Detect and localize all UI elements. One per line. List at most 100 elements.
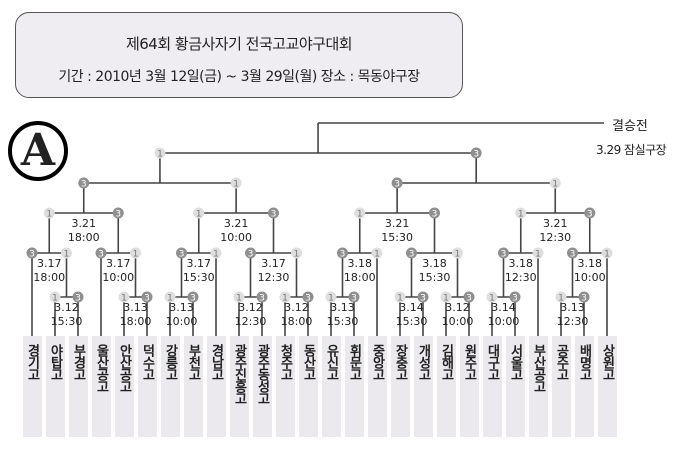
marker-value: 1: [157, 150, 163, 160]
team-name: 울산공고: [93, 344, 109, 392]
marker-value: 3: [466, 294, 472, 304]
team-slot: 부경고: [68, 336, 88, 437]
lose-marker-icon: [154, 147, 166, 159]
marker-value: 3: [512, 294, 518, 304]
team-slot: 광주진흥고: [229, 336, 249, 437]
marker-value: 3: [473, 150, 479, 160]
team-name: 경남고: [208, 344, 224, 380]
tournament-period-venue: 기간 : 2010년 3월 12일(금) ~ 3월 29일(월) 장소 : 목동…: [58, 69, 420, 85]
marker-value: 3: [81, 180, 87, 190]
team-slot: 김해고: [436, 336, 456, 437]
team-slot: 광주동성고: [252, 336, 272, 437]
match-time: 10:00: [574, 271, 606, 284]
lose-marker-icon: [354, 207, 366, 219]
match-date: 3.21: [543, 217, 568, 230]
team-slot: 강릉고: [160, 336, 180, 437]
lose-marker-icon: [325, 291, 337, 303]
match-date: 3.17: [187, 257, 212, 270]
win-marker-icon: [302, 291, 314, 303]
team-slot: 대구고: [482, 336, 502, 437]
match-time: 15:30: [419, 271, 451, 284]
match-date: 3.21: [224, 217, 249, 230]
team-name: 청주고: [277, 344, 293, 380]
marker-value: 3: [29, 250, 35, 260]
match-date: 3.13: [330, 301, 355, 314]
team-name: 원주고: [461, 344, 477, 380]
match-time: 12:30: [235, 315, 267, 328]
team-name: 김해고: [438, 344, 454, 380]
win-marker-icon: [406, 247, 417, 259]
final-date-venue: 3.29 잠실구장: [596, 143, 667, 157]
marker-value: 1: [552, 180, 558, 190]
marker-value: 1: [46, 210, 52, 220]
team-slot: 경남고: [206, 336, 226, 437]
team-name: 중앙고: [369, 344, 385, 380]
match-date: 3.18: [348, 257, 373, 270]
match-date: 3.14: [399, 301, 424, 314]
marker-value: 1: [282, 294, 288, 304]
team-slot: 유신고: [321, 336, 341, 437]
marker-value: 1: [604, 250, 610, 260]
team-name: 상원고: [599, 344, 615, 380]
marker-value: 1: [236, 294, 242, 304]
team-name: 부천고: [185, 344, 201, 380]
match-time: 15:30: [183, 271, 215, 284]
match-time: 18:00: [281, 315, 313, 328]
team-slot: 배명고: [574, 336, 594, 437]
team-slot: 부천고: [183, 336, 203, 437]
team-name: 안산공고: [116, 344, 132, 392]
match-time: 10:00: [488, 315, 520, 328]
win-marker-icon: [268, 207, 279, 219]
win-marker-icon: [498, 247, 509, 259]
lose-marker-icon: [452, 247, 463, 259]
team-name: 야탑고: [47, 344, 63, 380]
lose-marker-icon: [279, 291, 291, 303]
marker-value: 3: [248, 250, 254, 260]
lose-marker-icon: [130, 247, 141, 259]
win-marker-icon: [141, 291, 153, 303]
match-time: 12:30: [557, 315, 589, 328]
team-slot: 공주고: [551, 336, 571, 437]
lose-marker-icon: [601, 247, 613, 259]
lose-marker-icon: [515, 207, 527, 219]
team-slot: 상원고: [597, 336, 617, 437]
marker-value: 1: [558, 294, 564, 304]
marker-value: 1: [357, 210, 363, 220]
team-name: 광주동성고: [254, 344, 270, 404]
win-marker-icon: [391, 177, 403, 189]
match-date: 3.12: [445, 301, 470, 314]
marker-value: 1: [196, 210, 202, 220]
team-slot: 부산공고: [528, 336, 548, 437]
match-date: 3.21: [72, 217, 97, 230]
lose-marker-icon: [164, 291, 176, 303]
marker-value: 1: [535, 250, 541, 260]
match-date: 3.21: [385, 217, 410, 230]
win-marker-icon: [578, 291, 590, 303]
match-time: 15:30: [381, 231, 413, 244]
lose-marker-icon: [49, 291, 61, 303]
lose-marker-icon: [230, 177, 242, 189]
match-time: 10:00: [220, 231, 252, 244]
marker-value: 1: [328, 294, 334, 304]
match-date: 3.18: [422, 257, 447, 270]
marker-value: 3: [340, 250, 346, 260]
team-name: 부경고: [70, 344, 86, 380]
win-marker-icon: [337, 247, 348, 259]
marker-value: 1: [121, 294, 127, 304]
match-date: 3.12: [238, 301, 263, 314]
team-name: 덕수고: [139, 344, 155, 380]
team-name: 유신고: [323, 344, 339, 380]
team-slot: 휘문고: [344, 336, 364, 437]
lose-marker-icon: [486, 291, 498, 303]
match-time: 10:00: [442, 315, 474, 328]
team-slot: 서울고: [505, 336, 525, 437]
win-marker-icon: [26, 247, 38, 259]
marker-value: 1: [167, 294, 173, 304]
win-marker-icon: [567, 247, 578, 259]
marker-value: 1: [518, 210, 524, 220]
win-marker-icon: [112, 207, 124, 219]
match-time: 15:30: [396, 315, 428, 328]
match-time: 18:00: [33, 271, 65, 284]
match-date: 3.14: [491, 301, 516, 314]
marker-value: 3: [271, 210, 277, 220]
